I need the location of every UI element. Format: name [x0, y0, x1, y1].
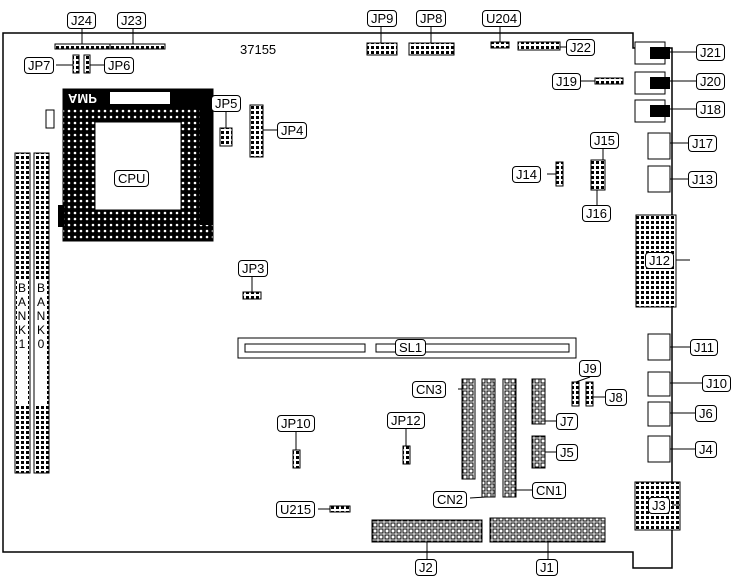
label-j6: J6: [695, 405, 717, 422]
j20-port: [634, 71, 670, 95]
label-j9: J9: [579, 360, 601, 377]
label-j14: J14: [512, 166, 541, 183]
label-j4: J4: [695, 441, 717, 458]
label-cn1: CN1: [532, 482, 567, 499]
cpu-label: CPU: [114, 170, 150, 187]
j14-header: [555, 161, 564, 187]
label-j15: J15: [590, 132, 619, 149]
j11-port: [647, 333, 671, 361]
label-u215: U215: [276, 501, 316, 518]
label-j22: J22: [566, 39, 595, 56]
label-jp3: JP3: [238, 260, 269, 277]
label-j1: J1: [536, 559, 558, 576]
label-jp12: JP12: [387, 412, 425, 429]
j8-header: [585, 381, 594, 407]
j2-connector: [371, 519, 483, 543]
bank1-label: BANK1: [17, 281, 27, 351]
label-j12: J12: [645, 252, 674, 269]
label-jp5: JP5: [211, 95, 242, 112]
label-u204: U204: [482, 10, 522, 27]
jp12-jumper: [402, 445, 411, 465]
socket-brand: AMP: [68, 91, 97, 106]
jp7-jumper: [72, 54, 80, 74]
j7-header: [531, 378, 546, 425]
j22-connector: [517, 41, 561, 51]
label-j19: J19: [552, 73, 581, 90]
board-outline: [2, 32, 673, 569]
j23-header: [109, 43, 166, 50]
bank0-label: BANK0: [36, 281, 46, 351]
label-j17: J17: [688, 135, 717, 152]
label-j8: J8: [605, 389, 627, 406]
u215-component: [329, 505, 351, 513]
jp3-jumper: [242, 291, 262, 300]
label-j13: J13: [688, 171, 717, 188]
label-jp6: JP6: [104, 57, 135, 74]
jp5-jumper: [219, 127, 233, 147]
jp6-jumper: [83, 54, 91, 74]
label-jp7: JP7: [24, 57, 55, 74]
label-j2: J2: [415, 559, 437, 576]
leader-lines: [56, 25, 702, 560]
j13-port: [647, 165, 671, 193]
j24-header: [54, 43, 111, 50]
cn1-header: [502, 378, 517, 498]
label-j11: J11: [690, 339, 718, 356]
label-jp8: JP8: [416, 10, 447, 27]
label-jp4: JP4: [277, 122, 308, 139]
label-j10: J10: [702, 375, 731, 392]
label-jp9: JP9: [367, 10, 398, 27]
j18-port: [634, 99, 670, 123]
cn3-header: [461, 378, 476, 480]
memory-bank-1: [14, 152, 31, 474]
jp9-jumper: [366, 42, 398, 56]
j19-header: [594, 77, 624, 85]
board-part-number: 37155: [240, 42, 277, 57]
j4-port: [647, 435, 671, 463]
label-j7: J7: [556, 413, 578, 430]
j21-port: [634, 41, 670, 65]
j9-header: [571, 381, 580, 407]
label-j23: J23: [117, 12, 146, 29]
label-j18: J18: [696, 101, 725, 118]
label-j3: J3: [648, 497, 670, 514]
j6-port: [647, 401, 671, 427]
jp8-jumper: [408, 42, 455, 56]
label-jp10: JP10: [277, 415, 315, 432]
jp4-jumper: [249, 104, 264, 158]
cpu-socket: [45, 88, 214, 242]
cn2-header: [481, 378, 496, 498]
j5-header: [531, 435, 546, 469]
label-cn3: CN3: [412, 381, 447, 398]
j15-j16-header: [590, 159, 606, 191]
j10-port: [647, 371, 671, 397]
label-j24: J24: [67, 12, 96, 29]
label-j20: J20: [696, 73, 725, 90]
memory-bank-0: [33, 152, 50, 474]
u204-component: [490, 41, 510, 49]
label-j16: J16: [582, 205, 611, 222]
label-j5: J5: [556, 444, 578, 461]
jp10-jumper: [292, 449, 301, 469]
label-sl1: SL1: [395, 339, 427, 356]
label-cn2: CN2: [433, 491, 468, 508]
j17-port: [647, 132, 671, 160]
label-j21: J21: [696, 44, 725, 61]
j1-connector: [489, 517, 606, 543]
